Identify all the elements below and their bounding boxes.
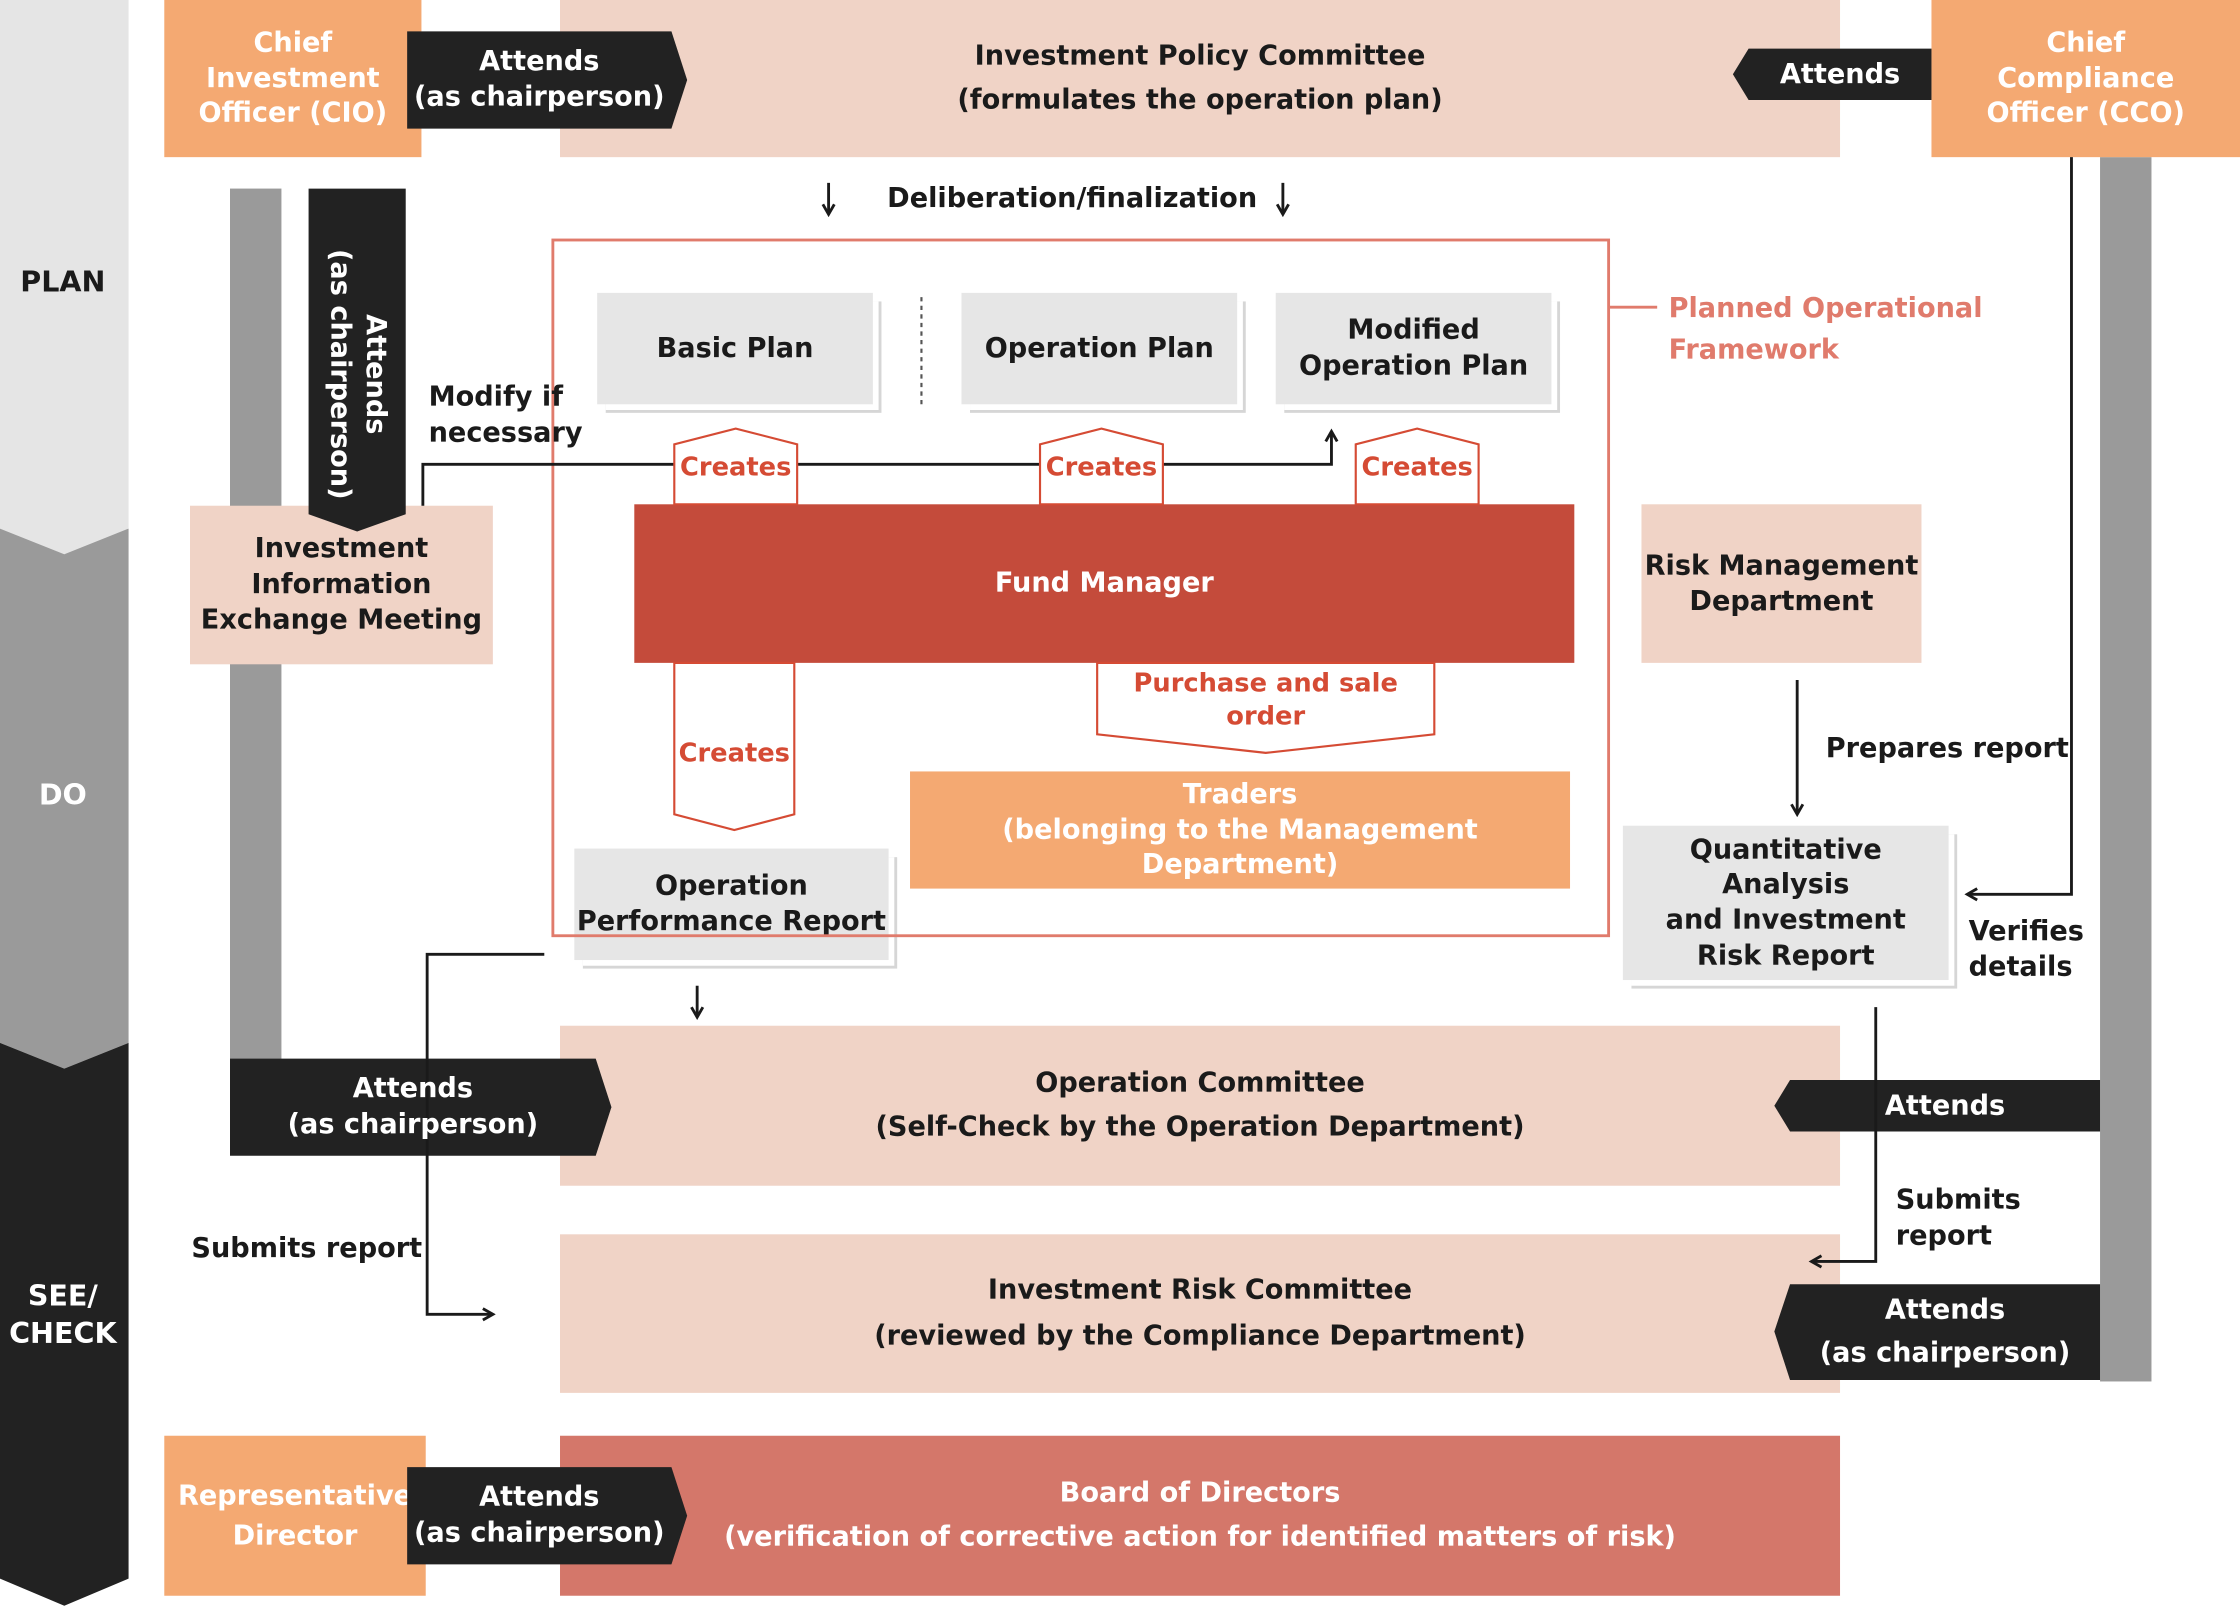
creates-label-1: Creates — [674, 447, 797, 490]
modified-operation-plan-box: Modified Operation Plan — [1275, 292, 1552, 405]
operation-plan-label: Operation Plan — [984, 332, 1214, 364]
investment-risk-committee-box: Investment Risk Committee (reviewed by t… — [560, 1234, 1841, 1393]
prepares-report-label: Prepares report — [1825, 732, 2069, 765]
basic-plan-label: Basic Plan — [656, 332, 814, 364]
phase-plan-label: PLAN — [20, 264, 106, 299]
phase-do-label: DO — [38, 777, 87, 812]
fund-manager-label: Fund Manager — [994, 567, 1214, 599]
framework-label: Planned Operational Framework — [1668, 292, 1983, 367]
deliberation-label: Deliberation/finalization — [887, 182, 1258, 215]
risk-dept-label: Risk Management Department — [1644, 549, 1919, 617]
planned-framework-frame — [551, 238, 1611, 938]
oc-left-attends-label: Attends (as chairperson) — [287, 1073, 539, 1141]
submits-report-right-arrow — [1811, 1007, 1878, 1261]
creates-tab-report — [673, 661, 796, 832]
oc-right-attends-pill — [1774, 1080, 2101, 1132]
phase-see-check-label: SEE/ CHECK — [9, 1278, 117, 1351]
fund-manager-box: Fund Manager — [634, 504, 1575, 663]
cco-label: Chief Compliance Officer (CCO) — [1986, 27, 2185, 130]
quantitative-analysis-report-box: Quantitative Analysis and Investment Ris… — [1622, 825, 1949, 981]
vertical-attends-pill — [308, 188, 406, 532]
representative-director-box: Representative Director — [164, 1435, 426, 1596]
basic-plan-box: Basic Plan — [597, 292, 873, 405]
plan-phase-band — [0, 0, 129, 555]
see-check-phase-band — [0, 1042, 129, 1606]
traders-label: Traders (belonging to the Management Dep… — [1002, 778, 1478, 881]
cio-attends-label: Attends (as chairperson) — [414, 46, 665, 113]
traders-box: Traders (belonging to the Management Dep… — [910, 771, 1571, 889]
modify-line-a — [421, 462, 675, 506]
submits-report-left-arrow — [425, 952, 545, 1314]
oc-left-attends-pill — [230, 1058, 612, 1156]
operation-committee-label: Operation Committee (Self-Check by the O… — [875, 1066, 1525, 1143]
cco-attends-label: Attends — [1779, 58, 1901, 90]
vertical-attends-text: Attends (as chairperson) — [309, 217, 406, 531]
creates-label-3: Creates — [1356, 447, 1479, 490]
vertical-attends-label: Attends (as chairperson) — [324, 249, 391, 500]
right-grey-bar — [2100, 157, 2152, 1382]
verifies-label: Verifies details — [1968, 915, 2084, 983]
oc-right-attends-text: Attends — [1790, 1080, 2100, 1131]
submits-report-left-label: Submits report — [191, 1232, 423, 1265]
modify-label: Modify if necessary — [428, 381, 583, 449]
cco-attends-pill — [1732, 48, 1932, 101]
cco-attends-text: Attends — [1749, 49, 1932, 100]
cio-box: Chief Investment Officer (CIO) — [164, 0, 422, 158]
creates-tab-operation — [1038, 427, 1164, 506]
creates-label-4: Creates — [674, 733, 794, 776]
irc-attends-pill — [1774, 1284, 2101, 1381]
creates-tab-modified — [1354, 427, 1480, 506]
board-attends-pill — [407, 1467, 688, 1565]
oc-left-attends-text: Attends (as chairperson) — [230, 1059, 596, 1156]
operation-committee-box: Operation Committee (Self-Check by the O… — [560, 1025, 1841, 1186]
submits-report-right-label: Submits report — [1895, 1184, 2021, 1252]
operation-performance-report-box: Operation Performance Report — [574, 848, 889, 961]
purchase-order-label: Purchase and sale order — [1097, 668, 1434, 731]
risk-committee-label: Investment Risk Committee (reviewed by t… — [874, 1274, 1526, 1351]
creates-text-4: Creates — [678, 739, 790, 770]
purchase-order-tab — [1096, 661, 1436, 754]
board-of-directors-box: Board of Directors (verification of corr… — [560, 1435, 1841, 1596]
creates-label-2: Creates — [1040, 447, 1163, 490]
cio-attends-pill — [407, 31, 688, 129]
cio-attends-text: Attends (as chairperson) — [407, 31, 671, 128]
purchase-order-text: Purchase and sale order — [1133, 668, 1398, 732]
creates-tab-basic — [673, 427, 799, 506]
operation-plan-box: Operation Plan — [961, 292, 1238, 405]
irc-attends-label: Attends (as chairperson) — [1819, 1294, 2071, 1368]
irc-attends-text: Attends (as chairperson) — [1790, 1284, 2100, 1380]
verifies-arrow — [1967, 157, 2073, 894]
rep-director-label: Representative Director — [177, 1479, 413, 1552]
qa-report-label: Quantitative Analysis and Investment Ris… — [1665, 833, 1906, 972]
do-phase-band — [0, 528, 129, 1069]
board-attends-label: Attends (as chairperson) — [414, 1481, 665, 1549]
creates-text-3: Creates — [1361, 453, 1473, 484]
investment-policy-committee-box: Investment Policy Committee (formulates … — [560, 0, 1841, 158]
cio-label: Chief Investment Officer (CIO) — [198, 27, 388, 130]
info-exchange-meeting-box: Investment Information Exchange Meeting — [190, 505, 493, 665]
info-meeting-label: Investment Information Exchange Meeting — [200, 533, 483, 636]
performance-report-label: Operation Performance Report — [576, 870, 887, 938]
board-label: Board of Directors (verification of corr… — [724, 1476, 1676, 1553]
modify-line-c — [1162, 431, 1332, 466]
creates-text-1: Creates — [680, 453, 792, 484]
creates-text-2: Creates — [1045, 453, 1158, 484]
cco-box: Chief Compliance Officer (CCO) — [1931, 0, 2240, 158]
risk-management-department-box: Risk Management Department — [1641, 504, 1922, 663]
board-attends-text: Attends (as chairperson) — [407, 1467, 671, 1564]
modified-plan-label: Modified Operation Plan — [1299, 314, 1529, 382]
oc-right-attends-label: Attends — [1884, 1089, 2006, 1121]
ipc-label: Investment Policy Committee (formulates … — [957, 39, 1443, 116]
